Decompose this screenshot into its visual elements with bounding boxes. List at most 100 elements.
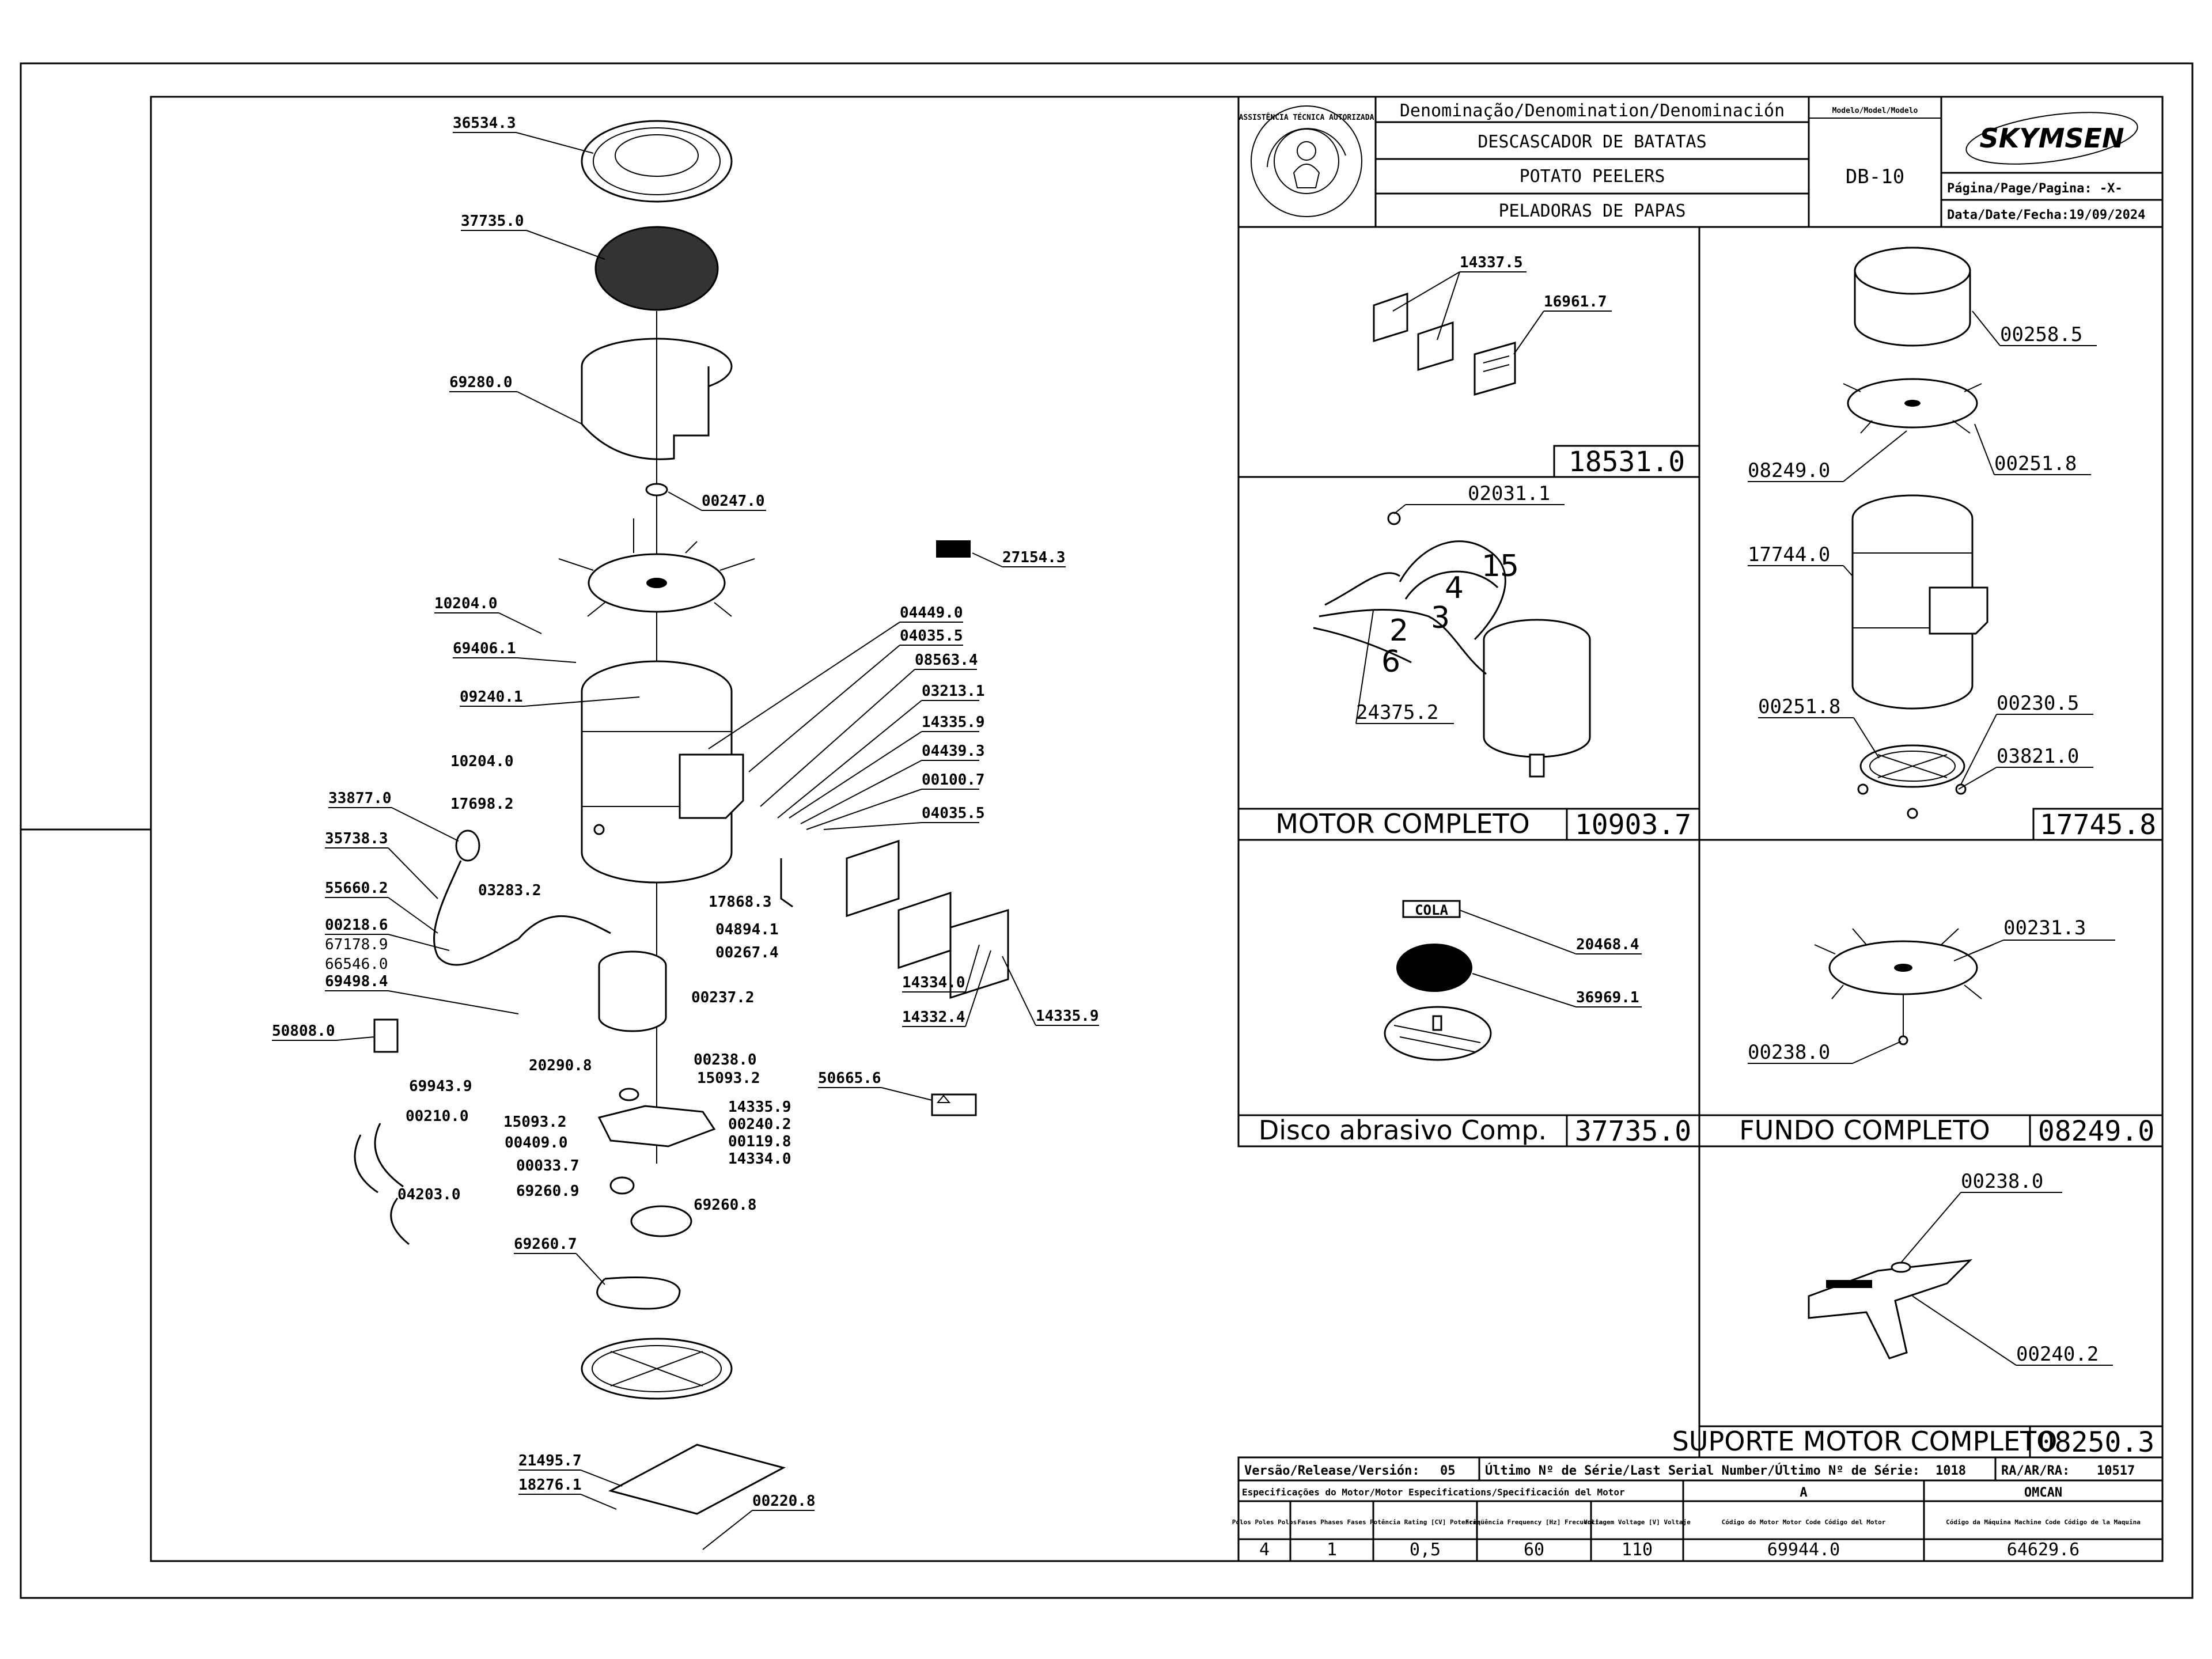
val-power: 0,5 [1410, 1540, 1441, 1560]
authorized-service-seal-icon: ASSISTÊNCIA TÉCNICA AUTORIZADA [1239, 105, 1374, 217]
main-label-14335-9-b: 14335.9 [1036, 1007, 1099, 1025]
label-00230-5: 00230.5 [1997, 692, 2079, 715]
main-label-00238-0-a: 00238.0 [694, 1051, 757, 1069]
main-label-50665-6: 50665.6 [818, 1070, 881, 1087]
main-label-14332-4: 14332.4 [902, 1009, 965, 1026]
motor-num-2: 2 [1389, 613, 1408, 648]
machine-header: OMCAN [2024, 1486, 2062, 1500]
seal-text: ASSISTÊNCIA TÉCNICA AUTORIZADA [1239, 113, 1374, 122]
label-36969-1: 36969.1 [1576, 989, 1639, 1006]
main-label-15093-2-b: 15093.2 [503, 1113, 567, 1131]
panel-abrasive-disc-code: 37735.0 [1575, 1115, 1691, 1147]
panel-flap-kit-code: 18531.0 [1569, 446, 1685, 478]
name-es: PELADORAS DE PAPAS [1498, 201, 1685, 221]
main-label-27154-3: 27154.3 [1002, 549, 1066, 566]
label-24375-2: 24375.2 [1356, 701, 1438, 724]
panel-bottom-code: 08249.0 [2038, 1115, 2154, 1147]
name-pt: DESCASCADOR DE BATATAS [1478, 132, 1706, 152]
main-label-69260-7: 69260.7 [514, 1236, 577, 1253]
model-number: DB-10 [1846, 165, 1904, 188]
title-block: ASSISTÊNCIA TÉCNICA AUTORIZADA Denominaç… [1237, 96, 2164, 228]
main-label-00218-6: 00218.6 [325, 916, 388, 934]
page-label: Página/Page/Pagina: -X- [1947, 181, 2123, 196]
label-20468-4: 20468.4 [1576, 936, 1639, 953]
panel-motor-title: MOTOR COMPLETO [1275, 808, 1530, 839]
label-00231-3: 00231.3 [2003, 916, 2086, 940]
val-freq: 60 [1524, 1540, 1544, 1560]
main-label-04439-3: 04439.3 [922, 743, 985, 760]
spec-label: Especificações do Motor/Motor Especifica… [1242, 1487, 1625, 1498]
main-label-00247-0: 00247.0 [702, 493, 765, 510]
main-label-69943-9: 69943.9 [409, 1078, 472, 1095]
label-00251-8-b: 00251.8 [1758, 695, 1840, 718]
main-label-69280-0: 69280.0 [449, 374, 513, 391]
model-header: Modelo/Model/Modelo [1832, 107, 1918, 115]
panel-support-code: 08250.3 [2038, 1426, 2154, 1459]
motor-num-1: 1 [1482, 549, 1501, 584]
label-03821-0: 03821.0 [1997, 745, 2079, 768]
main-label-14335-9-a: 14335.9 [922, 714, 985, 731]
main-label-10204-0-a: 10204.0 [434, 595, 498, 612]
main-label-66546-0: 66546.0 [325, 956, 388, 973]
panel-drum-assembly: 17745.8 00258.5 08249.0 00251.8 17744.0 … [1748, 247, 2164, 841]
col-freq: Freqüência Frequency [Hz] Frecuencia [1465, 1518, 1603, 1526]
panel-drum-assembly-code: 17745.8 [2040, 809, 2156, 841]
main-label-09240-1: 09240.1 [460, 688, 523, 706]
main-label-35738-3: 35738.3 [325, 830, 388, 847]
val-poles: 4 [1259, 1540, 1270, 1560]
release-value: 05 [1440, 1464, 1456, 1478]
motor-num-4: 4 [1445, 571, 1464, 605]
label-02031-1: 02031.1 [1468, 482, 1550, 505]
main-label-00119-8: 00119.8 [728, 1133, 791, 1150]
main-label-04203-0: 04203.0 [397, 1186, 461, 1203]
main-label-37735-0: 37735.0 [461, 213, 524, 230]
motor-header: A [1800, 1486, 1807, 1500]
main-label-14334-0-a: 14334.0 [902, 974, 965, 991]
main-label-17698-2: 17698.2 [450, 796, 514, 813]
exploded-view: 36534.3 37735.0 69280.0 00247.0 27154.3 … [272, 115, 1099, 1550]
name-en: POTATO PEELERS [1520, 166, 1665, 187]
label-00240-2-b: 00240.2 [2016, 1343, 2099, 1366]
main-label-04449-0: 04449.0 [900, 604, 963, 622]
panel-motor-support: SUPORTE MOTOR COMPLETO 08250.3 00238.0 0… [1672, 1170, 2164, 1459]
panel-support-title: SUPORTE MOTOR COMPLETO [1672, 1426, 2058, 1457]
panel-abrasive-disc-title: Disco abrasivo Comp. [1259, 1115, 1547, 1146]
date-label: Data/Date/Fecha:19/09/2024 [1947, 208, 2145, 222]
main-label-69498-4: 69498.4 [325, 973, 388, 990]
main-label-67178-9: 67178.9 [325, 936, 388, 953]
val-motor-code: 69944.0 [1767, 1540, 1840, 1560]
cola-tag: COLA [1415, 902, 1448, 918]
main-label-36534-3: 36534.3 [453, 115, 516, 132]
main-label-04894-1: 04894.1 [715, 921, 779, 938]
main-label-69260-8: 69260.8 [694, 1196, 757, 1214]
col-poles: Pólos Poles Polos [1232, 1518, 1297, 1526]
panel-grid [1238, 227, 2162, 1457]
col-power: Potência Rating [CV] Potencia [1370, 1518, 1480, 1526]
val-volt: 110 [1622, 1540, 1653, 1560]
main-label-00100-7: 00100.7 [922, 771, 985, 789]
col-motorcode: Código do Motor Motor Code Código del Mo… [1722, 1518, 1886, 1526]
panel-abrasive-disc: Disco abrasivo Comp. 37735.0 COLA 20468.… [1237, 900, 1700, 1147]
main-label-00210-0: 00210.0 [406, 1108, 469, 1125]
col-machinecode: Código da Máquina Machine Code Código de… [1946, 1518, 2141, 1526]
denomination-header: Denominação/Denomination/Denominación [1400, 101, 1785, 121]
main-label-21495-7: 21495.7 [518, 1452, 582, 1469]
motor-num-6: 6 [1381, 645, 1400, 679]
label-00258-5: 00258.5 [2000, 323, 2082, 346]
label-00251-8-a: 00251.8 [1994, 452, 2077, 475]
main-label-00240-2-a: 00240.2 [728, 1116, 791, 1133]
main-label-00409-0: 00409.0 [505, 1134, 568, 1152]
label-16961-7: 16961.7 [1544, 293, 1607, 310]
main-label-17868-3: 17868.3 [709, 893, 772, 911]
main-label-33877-0: 33877.0 [328, 790, 392, 807]
main-label-15093-2-a: 15093.2 [697, 1070, 760, 1087]
motor-num-3: 3 [1431, 601, 1450, 635]
label-00238-0-b: 00238.0 [1748, 1041, 1830, 1064]
brand-logo-text: SKYMSEN [1980, 123, 2124, 154]
panel-bottom-complete: FUNDO COMPLETO 08249.0 00231.3 00238.0 [1698, 916, 2164, 1147]
main-label-20290-8: 20290.8 [529, 1057, 592, 1074]
main-label-00237-2: 00237.2 [691, 989, 755, 1006]
panel-bottom-title: FUNDO COMPLETO [1739, 1115, 1990, 1146]
skymsen-logo: SKYMSEN [1965, 112, 2138, 165]
